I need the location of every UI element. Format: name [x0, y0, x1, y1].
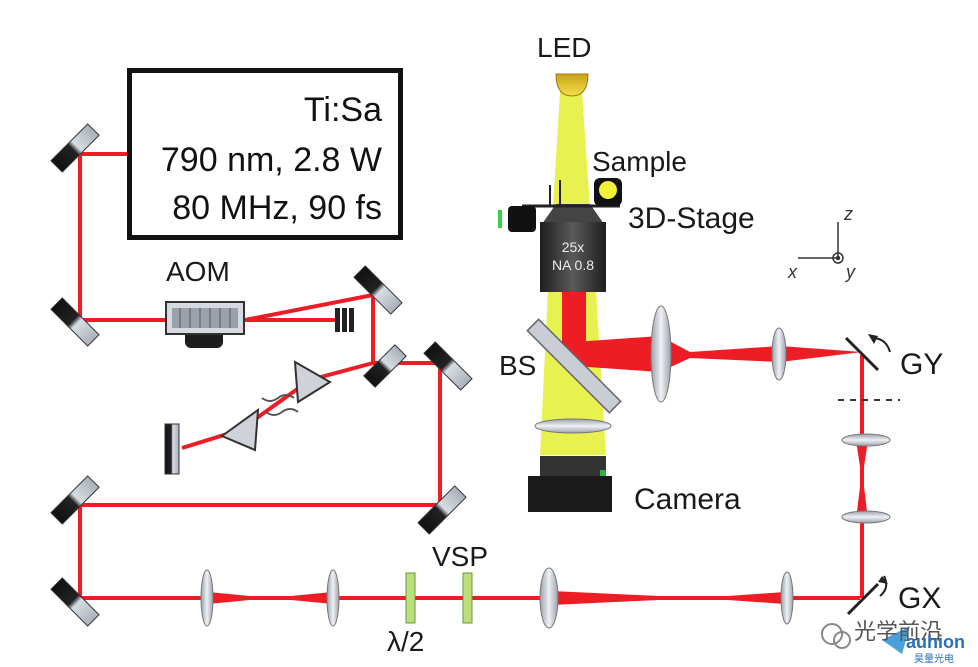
lens-bottom-2 — [326, 569, 340, 627]
objective-na: NA 0.8 — [552, 257, 594, 273]
laser-source-box: Ti:Sa 790 nm, 2.8 W 80 MHz, 90 fs — [127, 68, 403, 240]
label-gx: GX — [898, 582, 942, 615]
objective — [540, 204, 606, 292]
label-led: LED — [537, 32, 592, 63]
prism-1 — [293, 360, 332, 404]
label-camera: Camera — [634, 483, 741, 516]
watermark: 光学前沿 auhion 昊量光电 — [818, 610, 976, 665]
lens-bottom-3 — [539, 567, 559, 629]
camera — [528, 456, 612, 512]
label-vsp: VSP — [432, 541, 489, 572]
laser-rep-rate-duration: 80 MHz, 90 fs — [172, 189, 382, 227]
lens-bottom-1 — [200, 569, 214, 627]
mirror-left-mid — [50, 475, 100, 525]
axis-x-label: x — [787, 262, 798, 282]
lens-relay-1 — [841, 433, 891, 447]
beam-bs-horizontal — [574, 336, 660, 372]
lens-camera — [534, 418, 612, 434]
beam-focus-bottom-3 — [552, 591, 700, 605]
halfwave-plate — [405, 572, 416, 624]
vsp-plate — [462, 572, 473, 624]
mirror-right-bottom — [417, 485, 467, 535]
axis-z-label: z — [843, 204, 853, 224]
mirror-right-top — [423, 341, 473, 391]
lens-bottom-4 — [780, 571, 794, 625]
mirror-upper-right — [353, 265, 403, 315]
laser-wavelength-power: 790 nm, 2.8 W — [160, 141, 382, 179]
mirror-pickoff — [363, 344, 407, 388]
beam-relay-up — [856, 470, 868, 520]
mirror-left-bottom — [50, 577, 100, 627]
lens-tube — [650, 305, 672, 403]
galvo-gx — [846, 575, 888, 616]
lens-scan — [771, 327, 787, 381]
galvo-gy — [844, 334, 891, 372]
lens-relay-2 — [841, 510, 891, 524]
beam-relay-up-2 — [856, 440, 868, 480]
laser-type: Ti:Sa — [303, 91, 382, 129]
led-illumination-cone — [552, 92, 591, 222]
objective-magnification: 25x — [562, 239, 585, 255]
coordinate-axes — [798, 222, 844, 264]
label-3d-stage: 3D-Stage — [628, 202, 755, 235]
mirror-prism-end — [164, 423, 180, 475]
watermark-brand-sub: 昊量光电 — [914, 654, 954, 665]
beam-splitter — [526, 318, 622, 414]
beam-focus-bottom-2 — [270, 592, 333, 604]
break-mark — [261, 394, 299, 416]
watermark-text: 光学前沿 — [854, 620, 943, 645]
axis-y-label: y — [844, 262, 856, 282]
watermark-brand: auhion — [906, 632, 965, 652]
led-source — [555, 73, 589, 97]
label-aom: AOM — [166, 256, 230, 287]
beam-scan-to-bs — [660, 336, 862, 372]
watermark-logo — [821, 623, 910, 654]
beam-focus-bottom-1 — [208, 592, 270, 604]
beam-focus-bottom-4 — [700, 592, 785, 604]
label-sample: Sample — [592, 146, 687, 177]
sample-stage — [498, 178, 622, 232]
label-halfwave-plate: λ/2 — [387, 626, 425, 657]
prism-2 — [219, 407, 260, 452]
mirror-top-left — [50, 123, 100, 173]
label-gy: GY — [900, 348, 944, 381]
mirror-aom-left — [50, 297, 100, 347]
beam-dump — [335, 308, 354, 332]
label-bs: BS — [499, 350, 537, 381]
aom-device — [165, 301, 245, 348]
